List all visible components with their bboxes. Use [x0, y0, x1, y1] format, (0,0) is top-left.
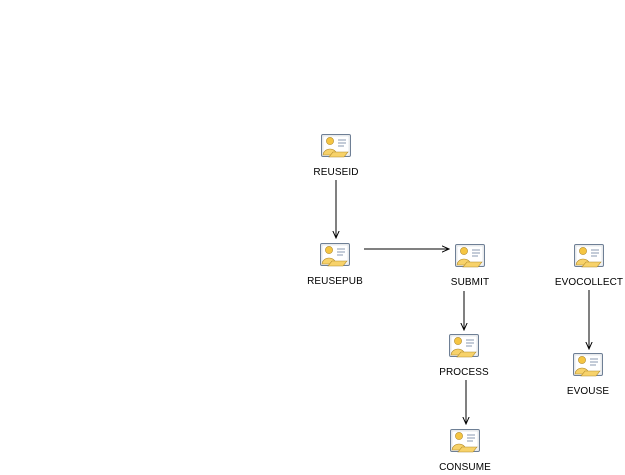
node-label: PROCESS [439, 367, 489, 378]
user-card-icon [321, 134, 351, 158]
user-card-icon [574, 244, 604, 268]
node-label: EVOUSE [566, 386, 610, 397]
node-label: CONSUME [439, 462, 491, 473]
user-card-icon [455, 244, 485, 268]
node-reuseid[interactable]: REUSEID [286, 133, 386, 178]
node-evouse[interactable]: EVOUSE [538, 352, 625, 397]
node-label: REUSEPUB [307, 276, 363, 287]
user-card-icon [573, 353, 603, 377]
node-submit[interactable]: SUBMIT [420, 243, 520, 288]
node-label: EVOCOLLECT [554, 277, 624, 288]
node-process[interactable]: PROCESS [414, 333, 514, 378]
node-reusepub[interactable]: REUSEPUB [285, 242, 385, 287]
node-consume[interactable]: CONSUME [415, 428, 515, 473]
user-card-icon [450, 429, 480, 453]
node-label: REUSEID [313, 167, 359, 178]
user-card-icon [320, 243, 350, 267]
node-evocollect[interactable]: EVOCOLLECT [539, 243, 625, 288]
user-card-icon [449, 334, 479, 358]
node-label: SUBMIT [450, 277, 490, 288]
